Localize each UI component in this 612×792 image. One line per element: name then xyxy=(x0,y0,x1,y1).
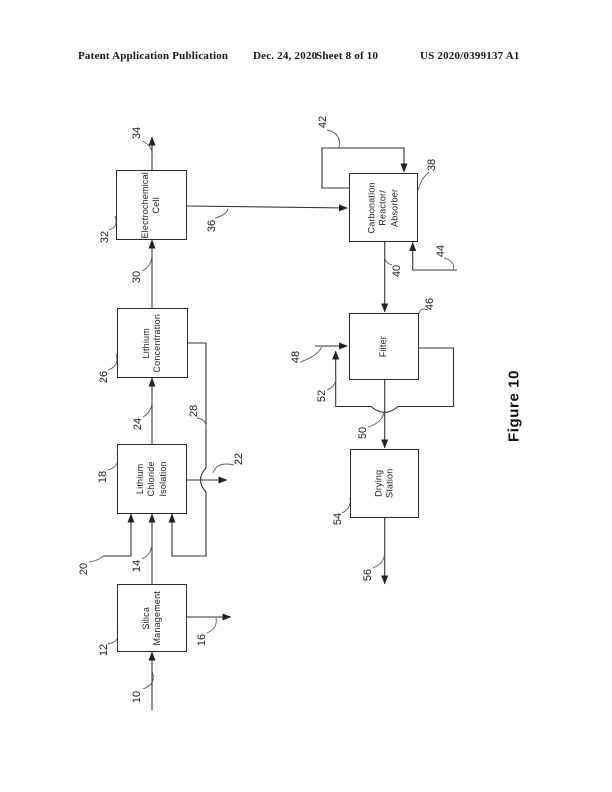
box-carbonation-reactor-absorber-label: Carbonation Reactor/ Absorber xyxy=(366,181,400,234)
box-filter: Filter xyxy=(349,313,419,380)
ref-22: 22 xyxy=(233,452,245,466)
stream-28-recycle xyxy=(168,342,207,557)
leader-48 xyxy=(299,346,323,363)
ref-18: 18 xyxy=(97,470,109,484)
header-date: Dec. 24, 2020 xyxy=(253,50,318,62)
header-sheet-number: Sheet 8 of 10 xyxy=(316,50,379,62)
ref-56: 56 xyxy=(362,568,374,582)
header-patent-number: US 2020/0399137 A1 xyxy=(420,50,520,62)
box-silica-management-label: Silica Management xyxy=(140,590,162,646)
ref-50: 50 xyxy=(357,426,369,440)
box-lithium-chloride-isolation: Lithium Chloride Isolation xyxy=(117,444,187,514)
leader-40 xyxy=(384,253,393,266)
stream-52-recycle xyxy=(332,347,455,413)
ref-10: 10 xyxy=(131,690,143,704)
ref-36: 36 xyxy=(206,219,218,233)
box-carbonation-reactor-absorber: Carbonation Reactor/ Absorber xyxy=(349,173,418,242)
box-lithium-concentration-label: Lithium Concentration xyxy=(141,313,163,373)
ref-52: 52 xyxy=(316,389,328,403)
leader-52 xyxy=(326,375,337,391)
leader-46 xyxy=(418,308,429,315)
leader-42 xyxy=(326,129,340,149)
leader-24 xyxy=(142,398,153,418)
stream-44-inlet xyxy=(409,242,457,271)
leader-16 xyxy=(206,617,217,634)
ref-38: 38 xyxy=(426,158,438,172)
box-electrochemical-cell-label: Electrochemical Cell xyxy=(139,171,161,239)
ref-28: 28 xyxy=(188,404,200,418)
ref-48: 48 xyxy=(290,350,302,364)
ref-26: 26 xyxy=(98,370,110,384)
box-silica-management: Silica Management xyxy=(117,584,187,652)
leader-50 xyxy=(367,411,385,428)
ref-40: 40 xyxy=(391,264,403,278)
leader-28 xyxy=(196,417,207,430)
box-lithium-concentration: Lithium Concentration xyxy=(117,308,188,378)
box-electrochemical-cell: Electrochemical Cell xyxy=(115,170,187,240)
stream-36 xyxy=(186,204,348,212)
ref-24: 24 xyxy=(132,417,144,431)
leader-36 xyxy=(214,208,229,219)
ref-46: 46 xyxy=(424,297,436,311)
leader-56 xyxy=(372,551,386,569)
ref-20: 20 xyxy=(78,562,90,576)
ref-16: 16 xyxy=(196,633,208,647)
leader-26 xyxy=(107,353,118,371)
ref-54: 54 xyxy=(332,512,344,526)
header-publication-label: Patent Application Publication xyxy=(78,50,229,62)
ref-42: 42 xyxy=(317,115,329,129)
ref-14: 14 xyxy=(131,559,143,573)
leader-38 xyxy=(418,171,430,191)
leader-22 xyxy=(212,463,235,474)
box-drying-station-label: Drying Station xyxy=(373,468,395,499)
ref-32: 32 xyxy=(99,230,111,244)
ref-30: 30 xyxy=(131,270,143,284)
leader-34 xyxy=(141,140,153,160)
ref-44: 44 xyxy=(435,244,447,258)
leader-14 xyxy=(141,542,153,560)
ref-34: 34 xyxy=(131,126,143,140)
stream-20-inlet xyxy=(103,513,135,557)
box-lithium-chloride-isolation-label: Lithium Chloride Isolation xyxy=(135,461,168,497)
box-filter-label: Filter xyxy=(378,335,389,358)
ref-12: 12 xyxy=(98,643,110,657)
leader-20 xyxy=(88,555,104,563)
leader-30 xyxy=(141,253,153,272)
box-drying-station: Drying Station xyxy=(350,449,419,518)
stream-42-recycle xyxy=(321,147,408,189)
leader-10 xyxy=(142,670,154,690)
leader-44 xyxy=(443,257,455,270)
